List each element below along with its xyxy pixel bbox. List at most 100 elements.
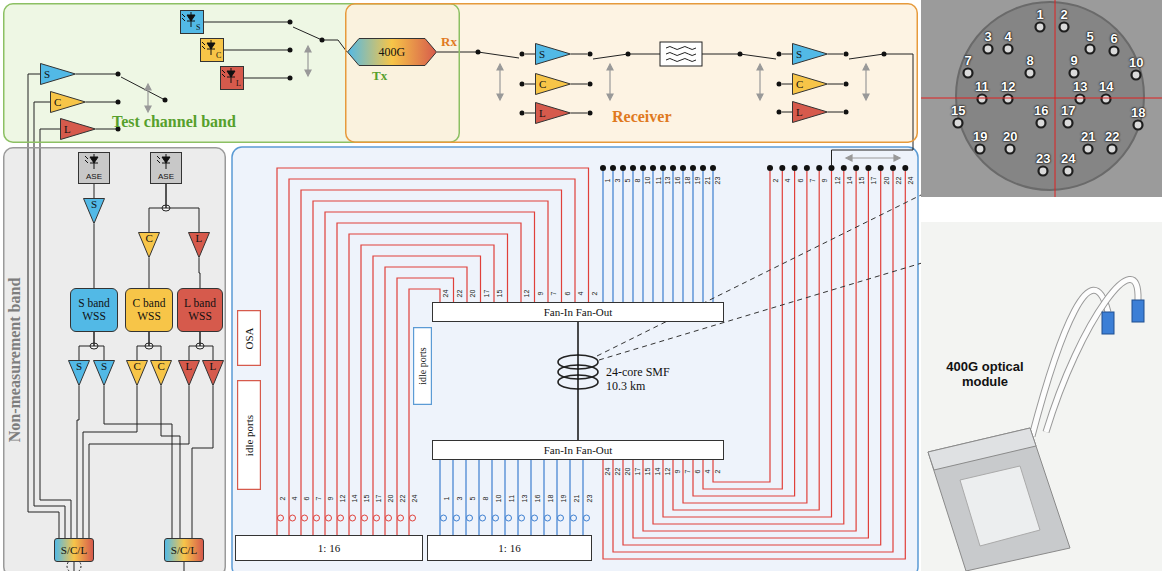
connector-line: [337, 223, 521, 535]
laser-source: C: [200, 38, 224, 62]
band-letter: C: [158, 361, 165, 372]
connector: [149, 332, 161, 360]
port-number: 4: [785, 178, 792, 182]
port-number: 20: [883, 176, 890, 184]
connector: [34, 102, 65, 538]
connector-line: [452, 460, 453, 535]
ase-source: ASE: [78, 152, 110, 184]
device-label: S/C/L: [171, 544, 197, 556]
port-number: 4: [291, 496, 298, 500]
port-number: 7: [550, 291, 557, 295]
amplifier-outline: [536, 74, 571, 95]
connector-line: [289, 179, 575, 535]
connector-line: [200, 332, 213, 360]
amplifier-symbol: L: [178, 360, 200, 386]
core-number: 1: [1037, 7, 1044, 22]
connector-line: [137, 332, 149, 360]
fiber-cross-section-photo: [921, 0, 1162, 197]
connector: [137, 332, 149, 360]
device-box: 1: 16: [427, 535, 592, 561]
connector-line: [577, 322, 579, 440]
device-label: S/C/L: [61, 544, 87, 556]
band-mux-box: S/C/L: [164, 538, 204, 562]
device-box: 1: 16: [235, 535, 423, 561]
connector-line: [149, 332, 161, 360]
connector: [94, 224, 95, 288]
connector-line: [361, 245, 494, 535]
port-box-label: idle ports: [244, 414, 255, 455]
region-grounds: [3, 3, 918, 571]
band-letter: S: [44, 69, 50, 80]
band-letter: L: [64, 124, 71, 135]
amplifier-symbol: C: [50, 91, 86, 113]
connector-line: [301, 190, 562, 535]
band-title: Receiver: [612, 108, 672, 126]
band-letter: C: [54, 97, 61, 108]
port-box-label: idle ports: [417, 347, 427, 385]
amplifier-outline: [536, 44, 571, 65]
port-tag: Rx: [441, 34, 457, 50]
connector: [94, 184, 95, 198]
amplifier-outline: [793, 74, 828, 95]
amplifier-symbol: L: [792, 101, 828, 123]
amplifier-symbol: S: [792, 43, 828, 65]
port-number: 22: [456, 289, 463, 297]
amplifier-symbol: L: [535, 102, 571, 124]
core-number: 12: [1001, 79, 1015, 94]
core-number: 14: [1099, 79, 1113, 94]
connector-line: [517, 460, 518, 535]
connector-line: [478, 460, 479, 535]
port-number: 4: [577, 291, 584, 295]
port-number: 1: [604, 178, 611, 182]
amplifier-outline: [536, 103, 571, 124]
port-number: 10: [644, 176, 651, 184]
port-number: 2: [279, 496, 286, 500]
port-number: 14: [654, 467, 661, 475]
connector: [199, 258, 200, 288]
port-number: 14: [846, 176, 853, 184]
tx-wiring: [76, 22, 347, 129]
port-number: 17: [483, 289, 490, 297]
amplifier-outline: [203, 361, 224, 386]
connector: [149, 258, 150, 288]
core-number: 16: [1034, 103, 1048, 118]
port-number: 9: [327, 496, 334, 500]
connector: [104, 386, 172, 538]
connector-line: [543, 460, 544, 535]
connector-line: [582, 460, 583, 535]
port-number: 15: [496, 289, 503, 297]
connector-line: [166, 184, 199, 232]
band-letter: C: [146, 233, 153, 244]
connector-line: [465, 460, 466, 535]
band-letter: S: [101, 361, 107, 372]
wss-label: C band WSS: [127, 297, 171, 322]
connector: [83, 386, 137, 538]
port-number: 6: [694, 469, 701, 473]
core-number: 19: [973, 129, 987, 144]
device-box: Fan-In Fan-Out: [432, 440, 724, 460]
device-label: Fan-In Fan-Out: [544, 306, 613, 318]
port-number: 10: [495, 494, 502, 502]
connector: [192, 386, 213, 538]
connector: [189, 332, 200, 360]
port-number: 23: [586, 494, 593, 502]
port-number: 24: [604, 467, 611, 475]
connector: [166, 184, 199, 232]
amplifier-outline: [127, 361, 148, 386]
port-number: 24: [442, 289, 449, 297]
port-number: 18: [684, 176, 691, 184]
connector: [200, 332, 213, 360]
connector: [440, 460, 583, 535]
amplifier-symbol: L: [202, 360, 224, 386]
port-number: 18: [547, 494, 554, 502]
device-box: Fan-In Fan-Out: [432, 302, 724, 322]
band-letter: S: [91, 199, 97, 210]
connector-line: [104, 386, 172, 538]
connector-line: [373, 256, 481, 535]
port-number: 22: [614, 467, 621, 475]
fiber-label: 24-core SMF 10.3 km: [606, 366, 686, 394]
connector: [577, 322, 579, 440]
band-letter: L: [196, 233, 203, 244]
port-number: 13: [521, 494, 528, 502]
band-mux-box: S/C/L: [54, 538, 94, 562]
